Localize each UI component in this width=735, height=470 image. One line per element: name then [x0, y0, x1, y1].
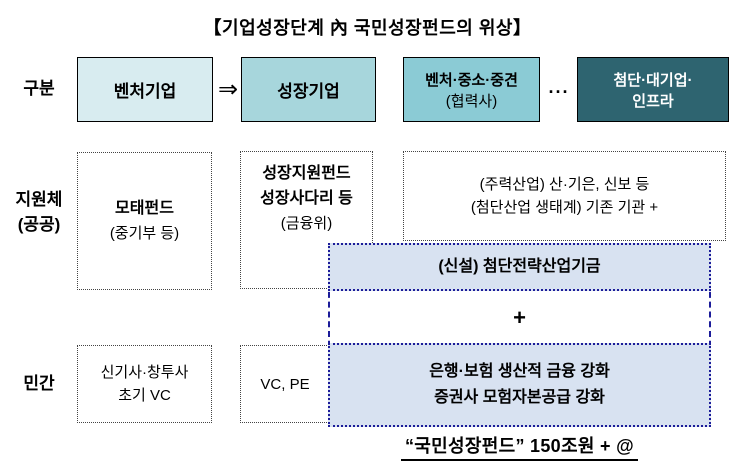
stage-box-growth-label: 성장기업	[277, 82, 340, 101]
stage-box-mid: 벤처·중소·중견 (협력사)	[403, 57, 540, 122]
stage-arrow-icon: ⇒	[217, 76, 239, 103]
mainstay-line1: (주력산업) 산·기은, 신보 등	[479, 175, 650, 193]
stage-box-advanced-line2: 인프라	[632, 92, 674, 110]
plus-sign: +	[513, 305, 526, 330]
diagram-title: 【기업성장단계 內 국민성장펀드의 위상】	[203, 18, 532, 38]
row-label-public-line1: 지원체	[15, 190, 63, 210]
motae-line1: 모태펀드	[115, 199, 174, 217]
stage-box-venture-label: 벤처기업	[113, 82, 177, 101]
row-label-private: 민간	[23, 373, 55, 393]
row-label-category: 구분	[23, 79, 55, 99]
motae-line2: (중기부 등)	[109, 224, 180, 242]
fund-caption: “국민성장펀드” 150조원 + @	[401, 436, 638, 461]
growth-support-line1: 성장지원펀드	[262, 165, 351, 182]
stage-box-mid-line1: 벤처·중소·중견	[425, 71, 518, 89]
vc-pe-label: VC, PE	[260, 376, 310, 394]
box-mainstay-industry: (주력산업) 산·기은, 신보 등 (첨단산업 생태계) 기존 기관 +	[403, 151, 726, 241]
finance-line1: 은행·보험 생산적 금융 강화	[429, 363, 610, 381]
box-motae-fund: 모태펀드 (중기부 등)	[77, 152, 212, 290]
new-fund-label: (신설) 첨단전략산업기금	[438, 258, 601, 276]
band-new-fund: (신설) 첨단전략산업기금	[328, 243, 711, 291]
stage-box-advanced-line1: 첨단·대기업·	[613, 71, 693, 89]
stage-box-growth: 성장기업	[241, 57, 376, 122]
row-label-public: 지원체 (공공)	[4, 180, 74, 246]
stage-box-mid-line2: (협력사)	[445, 92, 498, 110]
growth-support-line3: (금융위)	[280, 214, 333, 232]
early-vc-line2: 초기 VC	[118, 387, 171, 404]
early-vc-line1: 신기사·창투사	[100, 363, 189, 381]
row-label-public-line2: (공공)	[17, 215, 61, 234]
stage-box-venture: 벤처기업	[77, 57, 213, 122]
growth-support-line2: 성장사다리 등	[260, 189, 353, 207]
mainstay-line2: (첨단산업 생태계) 기존 기관 +	[470, 199, 659, 216]
stage-box-advanced: 첨단·대기업· 인프라	[577, 57, 729, 122]
caption-wrap: “국민성장펀드” 150조원 + @	[328, 432, 711, 461]
national-growth-fund-group: (신설) 첨단전략산업기금 + 은행·보험 생산적 금융 강화 증권사 모험자본…	[328, 243, 711, 427]
finance-line2: 증권사 모험자본공급 강화	[434, 389, 605, 406]
ellipsis-dots: ···	[548, 81, 570, 102]
box-growth-support-fund: 성장지원펀드 성장사다리 등 (금융위)	[240, 151, 373, 289]
band-finance: 은행·보험 생산적 금융 강화 증권사 모험자본공급 강화	[328, 343, 711, 427]
box-early-vc: 신기사·창투사 초기 VC	[77, 345, 212, 423]
